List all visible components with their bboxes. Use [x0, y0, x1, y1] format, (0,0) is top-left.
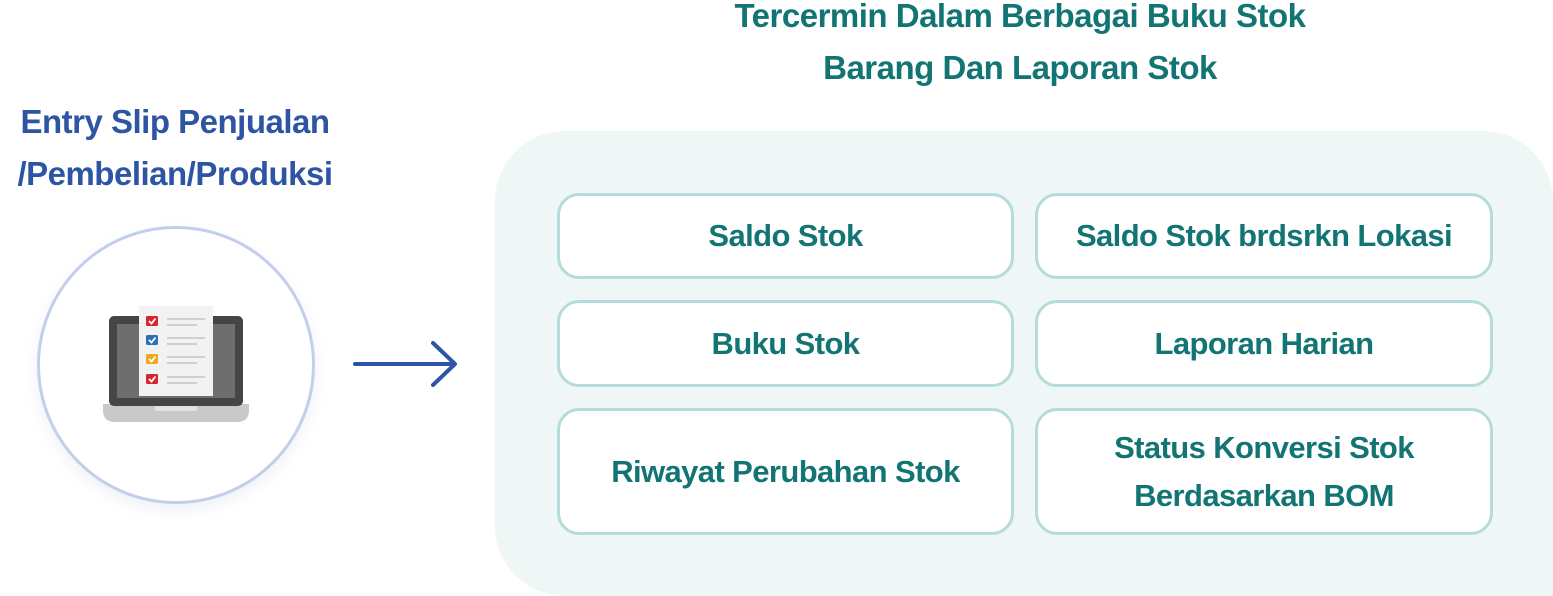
- target-title: Tercermin Dalam Berbagai Buku Stok Baran…: [660, 0, 1380, 94]
- target-title-line-2: Barang Dan Laporan Stok: [823, 49, 1217, 86]
- report-card-saldo-stok: Saldo Stok: [557, 193, 1014, 279]
- report-label-line-1: Status Konversi Stok: [1114, 429, 1414, 465]
- report-card-buku-stok: Buku Stok: [557, 300, 1014, 387]
- report-label: Saldo Stok: [708, 218, 863, 253]
- report-label: Saldo Stok brdsrkn Lokasi: [1075, 218, 1453, 253]
- arrow-right-icon: [353, 341, 457, 387]
- laptop-checklist-icon: [103, 306, 249, 422]
- report-card-riwayat-perubahan-stok: Riwayat Perubahan Stok: [557, 408, 1014, 535]
- report-label: Riwayat Perubahan Stok: [611, 453, 960, 489]
- report-card-saldo-stok-lokasi: Saldo Stok brdsrkn Lokasi: [1035, 193, 1493, 279]
- source-title-line-2: /Pembelian/Produksi: [17, 155, 333, 192]
- source-title: Entry Slip Penjualan /Pembelian/Produksi: [0, 96, 380, 200]
- source-title-line-1: Entry Slip Penjualan: [20, 103, 330, 140]
- report-label-line-2: Berdasarkan BOM: [1134, 477, 1394, 513]
- report-label: Buku Stok: [711, 325, 860, 361]
- report-card-laporan-harian: Laporan Harian: [1035, 300, 1493, 387]
- report-label-group: Status Konversi Stok Berdasarkan BOM: [1114, 424, 1414, 520]
- target-title-line-1: Tercermin Dalam Berbagai Buku Stok: [734, 0, 1306, 34]
- report-card-status-konversi-stok: Status Konversi Stok Berdasarkan BOM: [1035, 408, 1493, 535]
- report-label: Laporan Harian: [1154, 325, 1375, 361]
